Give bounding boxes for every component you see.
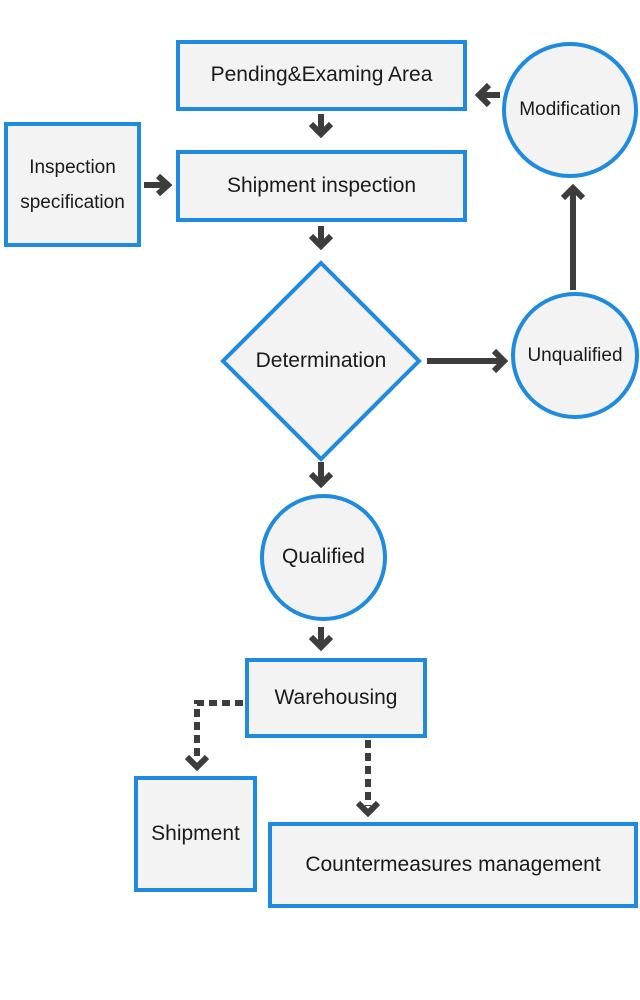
arrowhead-shipment [184, 754, 210, 772]
shipment-inspection-label: Shipment inspection [226, 173, 417, 197]
inspection-specification-label-line2: specification [20, 191, 125, 213]
arrowhead-countermeasures [355, 800, 381, 818]
qualified-node[interactable]: Qualified [260, 494, 387, 621]
pending-examing-area-label: Pending&Examing Area [210, 63, 433, 87]
warehousing-label: Warehousing [274, 685, 398, 709]
unqualified-node[interactable]: Unqualified [511, 292, 639, 419]
inspection-specification-label-line1: Inspection [29, 156, 116, 178]
arrow-spec-to-inspection [144, 173, 173, 197]
shipment-node[interactable]: Shipment [134, 776, 257, 892]
determination-diamond [220, 260, 422, 462]
countermeasures-management-node[interactable]: Countermeasures management [268, 822, 638, 908]
inspection-specification-node[interactable]: Inspection specification [4, 122, 141, 247]
determination-label: Determination [255, 349, 387, 372]
arrow-modification-to-pending [474, 82, 500, 108]
arrow-pending-to-inspection [308, 114, 334, 139]
unqualified-label: Unqualified [527, 344, 623, 366]
arrow-qualified-to-warehousing [308, 627, 334, 652]
shipment-inspection-node[interactable]: Shipment inspection [176, 150, 467, 222]
arrow-determination-to-unqualified [427, 348, 509, 374]
modification-label: Modification [519, 99, 621, 121]
dashed-warehousing-to-shipment [194, 700, 243, 760]
pending-examing-area-node[interactable]: Pending&Examing Area [176, 40, 467, 111]
determination-node[interactable]: Determination [223, 263, 419, 459]
countermeasures-management-label: Countermeasures management [305, 852, 601, 876]
shipment-label: Shipment [151, 821, 240, 845]
modification-node[interactable]: Modification [502, 42, 638, 178]
qualified-label: Qualified [282, 545, 365, 569]
arrow-inspection-to-determination [308, 226, 334, 251]
arrow-determination-to-qualified [308, 462, 334, 489]
warehousing-node[interactable]: Warehousing [245, 658, 427, 738]
arrow-unqualified-to-modification [560, 183, 586, 290]
